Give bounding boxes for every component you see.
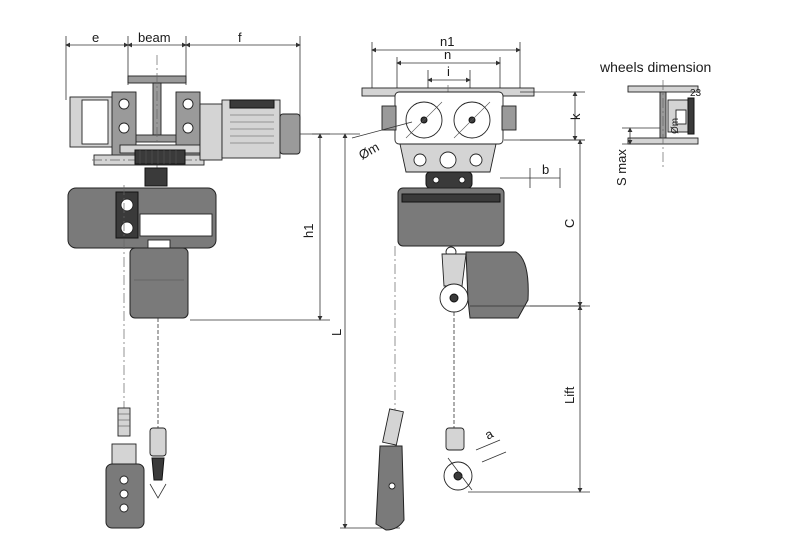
dim-c: C <box>562 219 577 228</box>
upper-hook-front <box>439 251 529 319</box>
chain-bag-side <box>129 247 189 319</box>
pendant-control-side[interactable] <box>105 407 145 529</box>
travel-motor <box>221 99 301 159</box>
threaded-shaft <box>134 149 186 165</box>
dim-m: Øm <box>356 139 382 162</box>
hoist-body-side <box>67 187 217 251</box>
wheels-dimension-detail: wheels dimension S max Øm 23 <box>599 59 711 186</box>
hoist-body-front <box>397 187 505 258</box>
dim-lift: Lift <box>562 386 577 404</box>
wheels-dimension-title: wheels dimension <box>599 59 711 75</box>
bottom-hook-front: a <box>443 426 507 491</box>
dim-s-max: S max <box>614 149 629 186</box>
side-view: e beam f <box>65 30 330 529</box>
dim-e: e <box>92 30 99 45</box>
dim-n1: n1 <box>440 34 454 49</box>
front-view: n1 n i <box>312 34 590 531</box>
dim-top-left: e beam f <box>65 30 301 120</box>
dim-k: k <box>568 113 583 120</box>
dim-n: n <box>444 47 451 62</box>
dim-f: f <box>238 30 242 45</box>
dim-l: L <box>329 329 344 336</box>
dim-a: a <box>482 426 496 443</box>
trolley-front <box>381 91 517 173</box>
dim-wheel-23: 23 <box>690 88 702 99</box>
dim-wheel-m: Øm <box>670 118 681 134</box>
trolley <box>69 91 301 166</box>
bottom-hook-side <box>149 427 167 499</box>
dim-i: i <box>447 64 450 79</box>
dim-b: b <box>542 162 549 177</box>
dim-beam: beam <box>138 30 171 45</box>
dim-h1: h1 <box>301 224 316 238</box>
pendant-control-front[interactable] <box>375 408 405 531</box>
